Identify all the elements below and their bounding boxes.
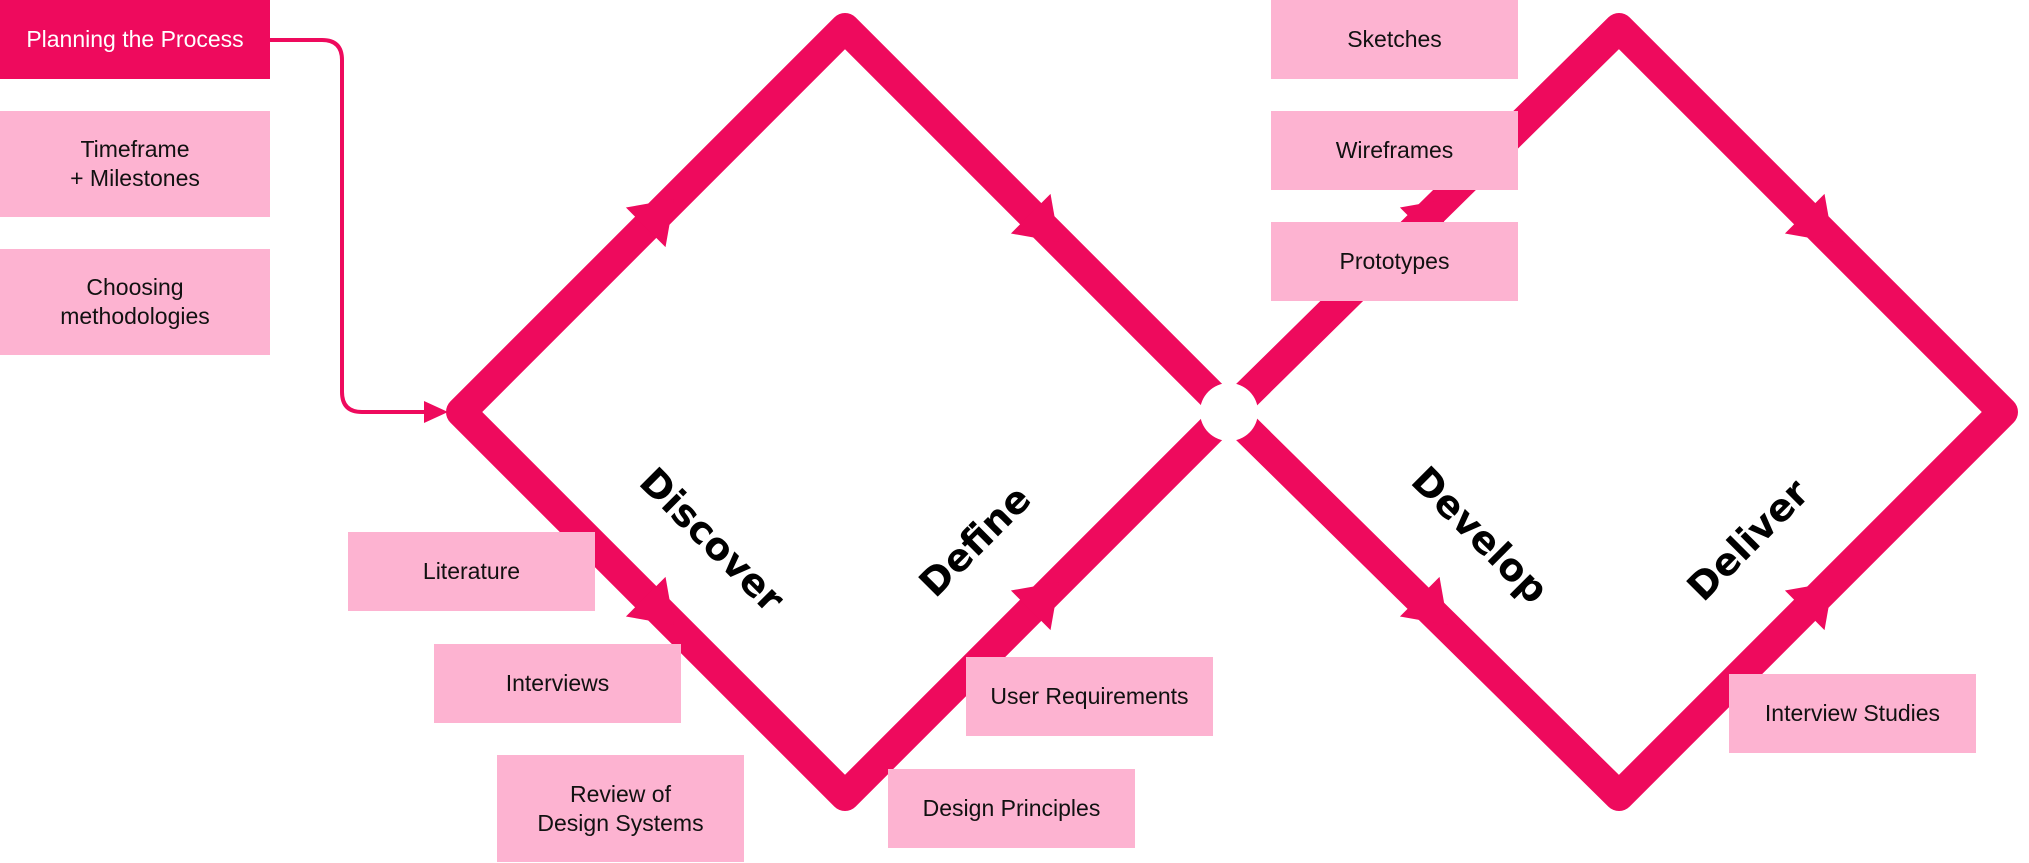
interviews-note: Interviews bbox=[434, 644, 681, 723]
flow-arrow-discover-down bbox=[625, 576, 674, 625]
flow-arrow-define-down bbox=[1010, 193, 1059, 242]
flow-arrow-discover-up bbox=[625, 199, 674, 248]
flow-arrow-define-up bbox=[1010, 582, 1059, 631]
interview-studies-note: Interview Studies bbox=[1729, 674, 1976, 753]
flow-arrow-deliver-up bbox=[1784, 582, 1833, 631]
review-of-design-systems-note: Review of Design Systems bbox=[497, 755, 744, 862]
planning-connector-arrowhead bbox=[424, 401, 448, 423]
flow-arrow-develop-down bbox=[1399, 576, 1448, 625]
wireframes-note: Wireframes bbox=[1271, 111, 1518, 190]
choosing-methodologies-note: Choosing methodologies bbox=[0, 249, 270, 355]
planning-connector bbox=[270, 38, 430, 414]
user-requirements-note: User Requirements bbox=[966, 657, 1213, 736]
timeframe-milestones-note: Timeframe + Milestones bbox=[0, 111, 270, 217]
phase-label-define: Define bbox=[911, 477, 1040, 606]
design-principles-note: Design Principles bbox=[888, 769, 1135, 848]
junction-dot bbox=[1200, 383, 1258, 441]
sketches-note: Sketches bbox=[1271, 0, 1518, 79]
prototypes-note: Prototypes bbox=[1271, 222, 1518, 301]
planning-the-process-box: Planning the Process bbox=[0, 0, 270, 79]
flow-arrow-deliver-down bbox=[1784, 193, 1833, 242]
literature-note: Literature bbox=[348, 532, 595, 611]
